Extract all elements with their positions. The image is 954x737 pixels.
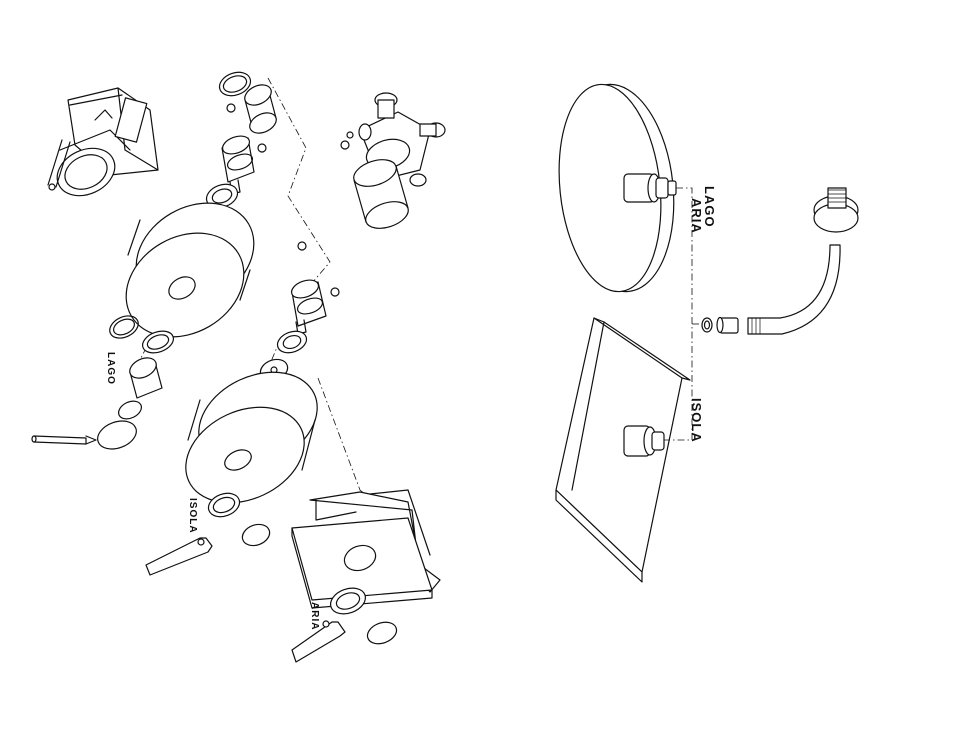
isola-escutcheon bbox=[170, 354, 333, 521]
label-right-aria: ARIA bbox=[689, 198, 704, 234]
round-shower-head bbox=[549, 79, 683, 297]
label-left-aria: ARIA bbox=[309, 602, 320, 630]
lago-handle-parts bbox=[32, 312, 176, 454]
screw bbox=[227, 104, 235, 112]
isola-handle-parts bbox=[146, 489, 273, 575]
valve-rough-in-body bbox=[48, 88, 158, 205]
aria-escutcheon bbox=[292, 490, 440, 608]
screw bbox=[258, 144, 266, 152]
label-left-lago: LAGO bbox=[105, 352, 116, 385]
axis-line bbox=[318, 378, 372, 500]
screw bbox=[298, 242, 306, 250]
shower-arm-parts bbox=[702, 188, 858, 334]
lago-escutcheon bbox=[107, 182, 272, 357]
square-shower-head bbox=[556, 318, 690, 582]
axis-line bbox=[268, 78, 330, 290]
label-right-isola: ISOLA bbox=[689, 398, 704, 443]
screw bbox=[331, 288, 339, 296]
label-left-isola: ISOLA bbox=[187, 498, 198, 534]
cartridge-lower bbox=[289, 277, 326, 334]
